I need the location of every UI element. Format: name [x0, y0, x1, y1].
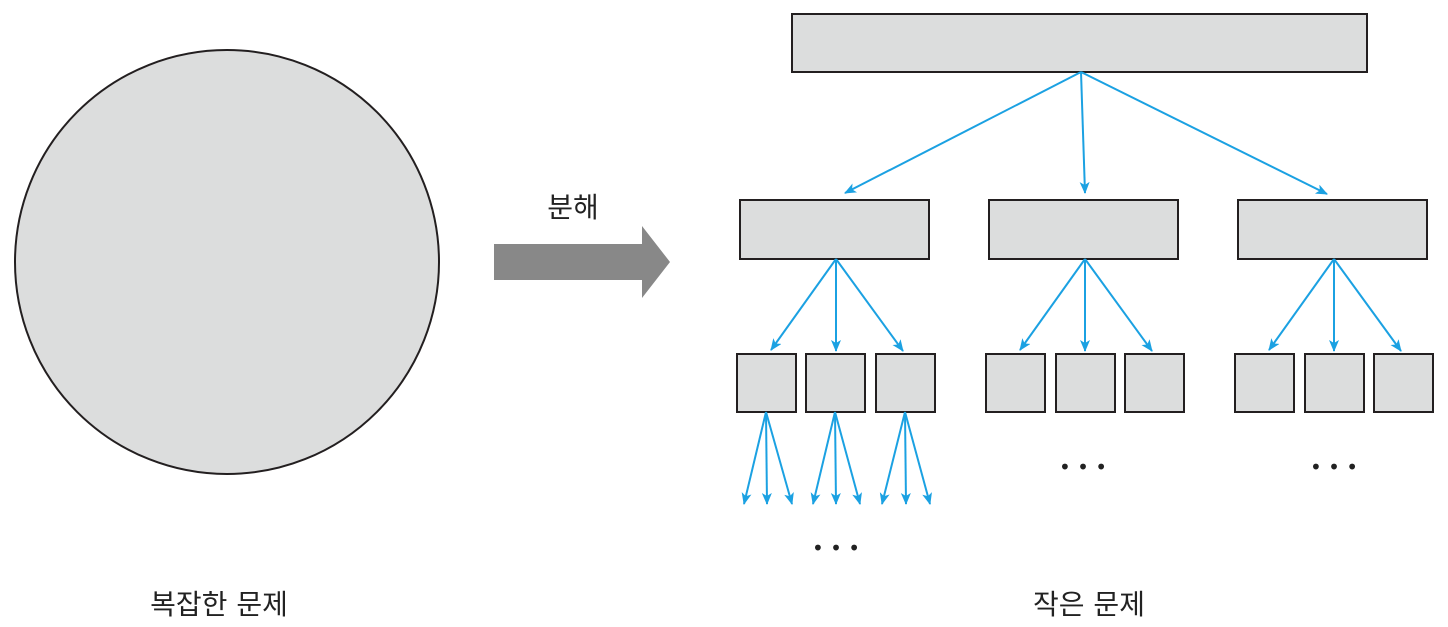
edge-leaf-1-1: [741, 411, 767, 505]
edge-mid-3-1: [1268, 258, 1335, 351]
edge-leaf-3-3: [904, 411, 932, 505]
root-edges: [844, 71, 1328, 195]
edge-leaf-2-3: [834, 411, 862, 505]
edge-leaf-3-1: [879, 411, 906, 505]
small-box-1-1: [736, 353, 797, 413]
small-box-3-3: [1373, 353, 1434, 413]
subproblem-box-3: [1237, 199, 1428, 260]
edge-root-3: [1080, 71, 1328, 195]
edge-root-1: [844, 71, 1082, 194]
decompose-arrow: [494, 226, 670, 298]
ellipsis-bottom: • • •: [812, 536, 860, 560]
root-problem-box: [791, 13, 1368, 73]
edge-mid-1-3: [835, 258, 904, 352]
complex-problem-circle: [14, 49, 440, 475]
edge-root-2: [1079, 71, 1090, 194]
edge-leaf-3-2: [900, 411, 911, 505]
edge-mid-2-1: [1019, 258, 1086, 351]
small-box-1-2: [805, 353, 866, 413]
edge-leaf-1-2: [761, 411, 772, 505]
subproblem-box-2: [988, 199, 1179, 260]
small-box-2-1: [985, 353, 1046, 413]
middle-edges: [770, 258, 1402, 352]
small-problem-boxes: [736, 353, 1434, 413]
subproblem-box-1: [739, 199, 930, 260]
small-box-3-1: [1234, 353, 1295, 413]
edge-leaf-2-1: [810, 411, 836, 505]
small-box-3-2: [1304, 353, 1365, 413]
edge-mid-1-1: [770, 258, 837, 351]
edge-mid-3-3: [1333, 258, 1402, 352]
small-box-2-3: [1124, 353, 1185, 413]
edge-mid-2-3: [1084, 258, 1153, 352]
small-box-1-3: [875, 353, 936, 413]
small-problems-label: 작은 문제: [1033, 588, 1145, 621]
ellipsis-middle: • • •: [1059, 455, 1107, 479]
decompose-label: 분해: [547, 191, 599, 224]
small-box-2-2: [1055, 353, 1116, 413]
leaf-edges: [741, 411, 932, 505]
ellipsis-right: • • •: [1310, 455, 1358, 479]
complex-problem-label: 복잡한 문제: [150, 588, 288, 621]
edge-leaf-2-2: [830, 411, 841, 505]
edge-leaf-1-3: [765, 411, 794, 505]
